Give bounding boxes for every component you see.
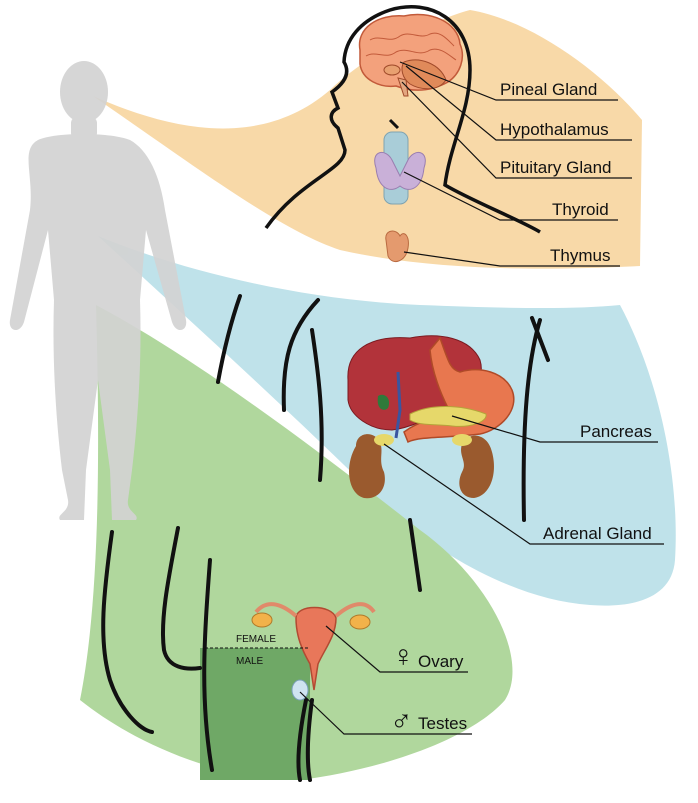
pelvis-outline xyxy=(101,526,314,782)
gallbladder xyxy=(377,394,390,410)
head-panel xyxy=(93,10,642,269)
torso-outline xyxy=(216,294,550,592)
uterus xyxy=(251,602,376,691)
neck-outline xyxy=(388,118,400,130)
label-pituitary-gland: Pituitary Gland xyxy=(500,158,612,177)
female-caption: FEMALE xyxy=(236,634,276,645)
right-kidney xyxy=(459,435,494,498)
left-adrenal xyxy=(374,434,394,446)
left-kidney xyxy=(349,434,385,499)
male-caption: MALE xyxy=(236,656,264,667)
label-pancreas: Pancreas xyxy=(580,422,652,441)
female-symbol-icon: ♀ xyxy=(392,640,415,673)
blood-vessel xyxy=(394,371,402,439)
pelvis-panel xyxy=(80,305,513,780)
brain xyxy=(358,13,464,97)
label-ovary: Ovary xyxy=(418,652,464,671)
male-box xyxy=(200,648,310,780)
label-pineal-gland: Pineal Gland xyxy=(500,80,597,99)
human-silhouette xyxy=(9,61,187,520)
head-outline xyxy=(264,5,541,234)
label-testes: Testes xyxy=(418,714,467,733)
label-adrenal-gland: Adrenal Gland xyxy=(543,524,652,543)
right-adrenal xyxy=(452,434,472,446)
male-symbol-icon: ♂ xyxy=(390,704,413,737)
label-thyroid: Thyroid xyxy=(552,200,609,219)
label-thymus: Thymus xyxy=(550,246,610,265)
thyroid-gland xyxy=(374,131,426,205)
thymus-gland xyxy=(385,230,409,263)
leader-lines xyxy=(299,61,664,735)
label-hypothalamus: Hypothalamus xyxy=(500,120,609,139)
